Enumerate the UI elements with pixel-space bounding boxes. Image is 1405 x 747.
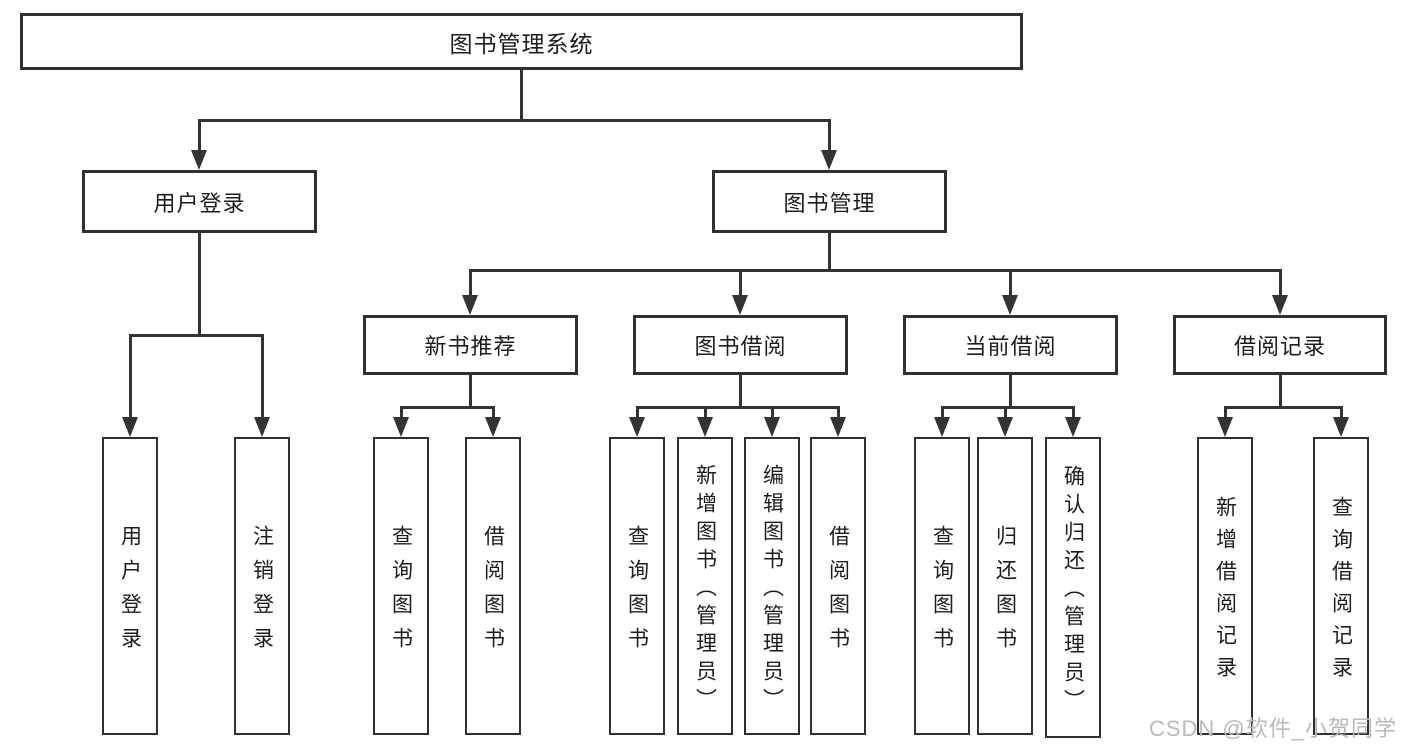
arrow-down-icon [393,417,409,437]
node-label: 查询借阅记录 [1329,495,1353,688]
connector-line [828,119,831,152]
leaf-user-login: 用户登录 [102,437,158,735]
connector-line [261,334,264,418]
leaf-query-books-borrow: 查询图书 [609,437,665,735]
node-label: 新增图书（管理员） [693,463,717,716]
connector-line [739,374,742,408]
leaf-query-books-recommend: 查询图书 [373,437,429,735]
node-label: 借阅图书 [826,524,850,661]
node-label: 新增借阅记录 [1213,495,1237,688]
connector-line [198,119,830,122]
connector-line [1004,406,1007,419]
connector-line [636,406,839,409]
connector-line [636,406,639,419]
arrow-down-icon [997,417,1013,437]
arrow-down-icon [934,417,950,437]
leaf-edit-book-admin: 编辑图书（管理员） [744,437,800,735]
node-label: 查询图书 [389,524,413,661]
connector-line [198,232,201,335]
node-label: 借阅图书 [481,524,505,661]
node-label: 编辑图书（管理员） [760,463,784,716]
arrow-down-icon [697,417,713,437]
arrow-down-icon [462,295,478,315]
arrow-down-icon [1217,417,1233,437]
connector-line [1009,269,1012,296]
arrow-down-icon [629,417,645,437]
connector-line [1279,269,1282,296]
connector-line [837,406,840,419]
connector-line [1279,374,1282,408]
node-current-borrow: 当前借阅 [903,315,1118,375]
arrow-down-icon [732,295,748,315]
node-label: 用户登录 [153,190,246,216]
arrow-down-icon [1272,295,1288,315]
arrow-down-icon [122,417,138,437]
leaf-add-borrow-record: 新增借阅记录 [1197,437,1253,735]
connector-line [492,406,495,419]
connector-line [941,406,1074,409]
arrow-down-icon [1333,417,1349,437]
node-label: 新书推荐 [424,334,517,359]
arrow-down-icon [254,417,270,437]
node-label: 查询图书 [625,524,649,661]
leaf-borrow-books: 借阅图书 [810,437,866,735]
node-label: 图书管理系统 [449,30,594,57]
connector-line [1224,406,1227,419]
node-new-book-recommend: 新书推荐 [363,315,578,375]
connector-line [1009,374,1012,408]
connector-line [828,232,831,271]
node-book-borrow: 图书借阅 [633,315,848,375]
node-user-login: 用户登录 [82,170,317,233]
connector-line [704,406,707,419]
node-label: 用户登录 [118,524,142,661]
connector-line [469,374,472,408]
connector-line [129,334,263,337]
arrow-down-icon [485,417,501,437]
node-label: 注销登录 [250,524,274,661]
node-root-system: 图书管理系统 [20,13,1023,70]
connector-line [1072,406,1075,419]
node-label: 查询图书 [930,524,954,661]
arrow-down-icon [821,150,837,170]
connector-line [400,406,403,419]
connector-line [129,334,132,418]
node-label: 借阅记录 [1233,334,1326,359]
node-label: 图书借阅 [694,334,787,359]
connector-line [520,69,523,120]
leaf-return-books: 归还图书 [977,437,1033,735]
leaf-query-borrow-record: 查询借阅记录 [1313,437,1369,735]
arrow-down-icon [191,150,207,170]
node-label: 当前借阅 [964,334,1057,359]
connector-line [469,269,472,296]
arrow-down-icon [1002,295,1018,315]
node-label: 确认归还（管理员） [1061,465,1085,717]
connector-line [941,406,944,419]
node-label: 归还图书 [993,524,1017,661]
node-borrow-records: 借阅记录 [1173,315,1387,375]
node-book-management: 图书管理 [712,170,947,233]
connector-line [1224,406,1342,409]
watermark: CSDN @软件_小贺同学 [1148,716,1397,741]
leaf-query-books-current: 查询图书 [914,437,970,735]
connector-line [400,406,494,409]
arrow-down-icon [1065,417,1081,437]
leaf-logout: 注销登录 [234,437,290,735]
connector-line [1340,406,1343,419]
leaf-borrow-books-recommend: 借阅图书 [465,437,521,735]
leaf-confirm-return-admin: 确认归还（管理员） [1045,437,1101,738]
connector-line [469,269,1281,272]
connector-line [739,269,742,296]
connector-line [198,119,201,152]
arrow-down-icon [764,417,780,437]
leaf-add-book-admin: 新增图书（管理员） [677,437,733,735]
node-label: 图书管理 [783,190,876,216]
arrow-down-icon [830,417,846,437]
connector-line [771,406,774,419]
